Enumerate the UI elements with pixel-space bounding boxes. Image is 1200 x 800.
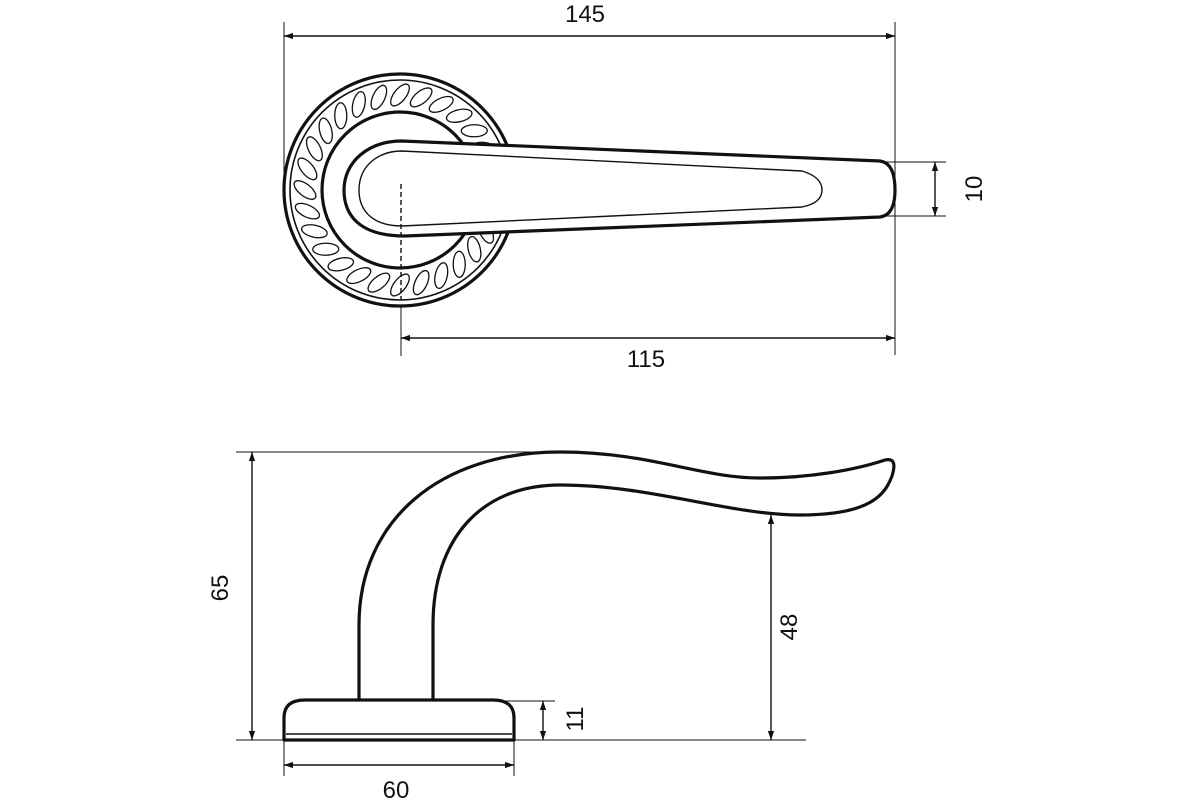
dimension-145: 145 xyxy=(565,1,605,28)
side-view: 65 48 11 60 xyxy=(207,450,896,800)
rope-twist-segment xyxy=(390,83,410,107)
rope-twist-segment xyxy=(293,180,317,200)
dimension-65: 65 xyxy=(207,575,234,602)
rope-twist-segment xyxy=(445,108,473,123)
rope-twist-segment xyxy=(297,157,318,181)
rope-twist-segment xyxy=(452,250,466,278)
rope-twist-segment xyxy=(300,224,328,239)
dimension-115: 115 xyxy=(627,346,665,373)
rope-twist-segment xyxy=(334,102,348,130)
rope-twist-segment xyxy=(294,202,321,220)
dimension-10: 10 xyxy=(961,176,988,203)
rope-twist-segment xyxy=(318,117,333,145)
rope-twist-segment xyxy=(460,124,488,138)
dimension-60: 60 xyxy=(383,777,410,800)
lever-top-inner-contour xyxy=(358,150,823,227)
rope-twist-segment xyxy=(312,242,340,256)
rope-twist-segment xyxy=(428,95,454,113)
dimension-48: 48 xyxy=(776,614,803,641)
top-view: 145 115 10 xyxy=(282,1,988,373)
rope-twist-segment xyxy=(351,90,366,118)
rope-twist-segment xyxy=(434,262,449,290)
lever-side-outline xyxy=(357,450,896,705)
rope-twist-segment xyxy=(412,269,430,296)
rope-twist-segment xyxy=(305,136,323,162)
rope-twist-segment xyxy=(409,87,433,108)
rope-twist-segment xyxy=(346,267,372,285)
rope-twist-segment xyxy=(467,235,482,263)
lever-top-outline xyxy=(342,139,897,238)
dimension-11: 11 xyxy=(562,707,589,732)
rope-twist-segment xyxy=(370,84,388,111)
rope-twist-segment xyxy=(367,272,391,293)
rope-twist-segment xyxy=(390,273,410,297)
rosette-side-outline xyxy=(282,698,516,742)
rope-twist-segment xyxy=(327,257,355,272)
